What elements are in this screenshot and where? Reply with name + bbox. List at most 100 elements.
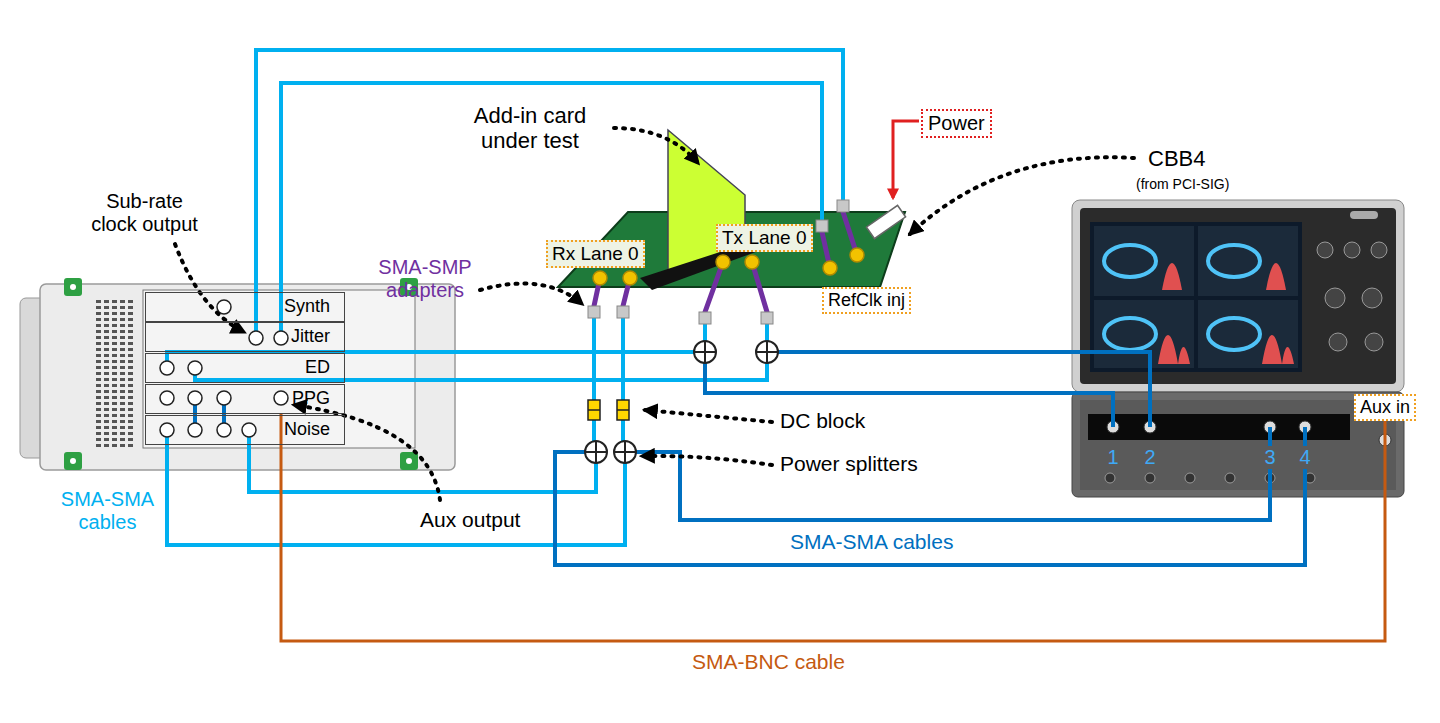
smp-connector bbox=[593, 271, 607, 285]
callout-arrow bbox=[614, 128, 698, 163]
node-text: Synth bbox=[146, 293, 330, 320]
smp-connector bbox=[716, 255, 730, 269]
smp-connector bbox=[623, 271, 637, 285]
eye-trace bbox=[1104, 318, 1156, 350]
sma-end bbox=[588, 306, 600, 318]
chassis-foot bbox=[400, 452, 418, 470]
eye-panel bbox=[1198, 300, 1298, 368]
sma-end bbox=[699, 312, 711, 324]
scope-knob bbox=[1329, 333, 1347, 351]
smp-adapter bbox=[752, 262, 767, 312]
splitter-cross bbox=[756, 341, 778, 363]
scope-port bbox=[1185, 473, 1195, 483]
power-splitter bbox=[585, 441, 607, 463]
label-text: SMA-BNC cable bbox=[692, 650, 845, 674]
label-text: (from PCI-SIG) bbox=[1136, 176, 1229, 192]
chassis-foot bbox=[64, 278, 82, 296]
scope-knob bbox=[1365, 333, 1383, 351]
eye-panel bbox=[1094, 226, 1194, 296]
callout-arrow bbox=[910, 157, 1134, 234]
sma-cable bbox=[281, 83, 822, 338]
node-text: PPG bbox=[146, 385, 330, 412]
node-text: RefClk inj bbox=[828, 290, 905, 311]
power-splitter bbox=[694, 341, 716, 363]
node-text: Jitter bbox=[146, 323, 330, 350]
smp-adapter bbox=[705, 262, 723, 312]
instrument-module: Jitter bbox=[145, 322, 345, 352]
cable-label: SMA-BNC cable bbox=[692, 650, 845, 674]
channel-number: 3 bbox=[1261, 446, 1279, 469]
label-text: CBB4 bbox=[1148, 146, 1205, 171]
histogram bbox=[1266, 263, 1286, 290]
sma-connector bbox=[217, 391, 231, 405]
channel-strip bbox=[1088, 414, 1350, 440]
smp-connector bbox=[823, 261, 837, 275]
histogram bbox=[1162, 263, 1182, 290]
callout-arrow bbox=[480, 284, 582, 304]
sma-cable bbox=[195, 363, 767, 380]
eye-panel bbox=[1198, 226, 1298, 296]
label-text: Power splitters bbox=[780, 452, 918, 476]
refclk-label-box: RefClk inj bbox=[822, 287, 911, 314]
callout-arrow bbox=[645, 410, 772, 422]
foot-screw bbox=[70, 284, 76, 290]
cable-label: SMA-SMA cables bbox=[55, 488, 160, 534]
callout-arrow bbox=[175, 244, 244, 332]
eye-panel bbox=[1198, 300, 1298, 368]
scope-knob bbox=[1362, 288, 1382, 308]
sma-end bbox=[837, 200, 849, 212]
callout-text: CBB4 bbox=[1148, 146, 1205, 171]
eye-panel bbox=[1094, 300, 1194, 368]
eye-trace bbox=[1208, 245, 1260, 277]
label-text: DC block bbox=[780, 409, 865, 433]
sma-connector bbox=[160, 423, 174, 437]
sma-connector bbox=[188, 361, 202, 375]
sma-end bbox=[761, 312, 773, 324]
label-text: Add-in card under test bbox=[455, 103, 605, 154]
power-splitter bbox=[614, 441, 636, 463]
node-text: Noise bbox=[146, 416, 330, 443]
dc-block-gap bbox=[588, 409, 629, 411]
foot-screw bbox=[406, 458, 412, 464]
sma-cable bbox=[555, 427, 1305, 565]
label-text: 4 bbox=[1296, 446, 1314, 469]
sma-bnc-cable bbox=[281, 414, 1385, 641]
power-splitter bbox=[614, 441, 636, 463]
foot-screw bbox=[70, 458, 76, 464]
callout-text: Power splitters bbox=[780, 452, 918, 476]
sma-connector bbox=[188, 391, 202, 405]
lane-label-box: Tx Lane 0 bbox=[716, 224, 813, 252]
sma-end bbox=[617, 306, 629, 318]
sma-cable bbox=[636, 427, 1270, 520]
label-text: SMA-SMP adapters bbox=[375, 256, 475, 302]
sma-connector bbox=[274, 391, 288, 405]
eye-trace bbox=[1208, 318, 1260, 350]
scope-knob bbox=[1344, 242, 1360, 258]
label-text: SMA-SMA cables bbox=[790, 530, 953, 554]
node-text: Tx Lane 0 bbox=[722, 227, 807, 249]
smp-connector bbox=[850, 248, 864, 262]
callout-arrow bbox=[642, 456, 772, 465]
chassis-vents bbox=[95, 300, 135, 450]
node-text: Rx Lane 0 bbox=[552, 243, 639, 265]
sma-connector bbox=[274, 331, 288, 345]
scope-body bbox=[1072, 200, 1404, 392]
splitter-cross bbox=[694, 341, 716, 363]
scope-button bbox=[1350, 211, 1378, 219]
node-text: ED bbox=[146, 354, 330, 381]
sma-end bbox=[816, 220, 828, 232]
smp-connector bbox=[745, 255, 759, 269]
callout-text: Sub-rate clock output bbox=[82, 190, 207, 236]
splitter-cross bbox=[614, 441, 636, 463]
label-text: 3 bbox=[1261, 446, 1279, 469]
power-splitter bbox=[756, 341, 778, 363]
label-text: Aux output bbox=[420, 508, 520, 532]
sma-connector bbox=[160, 391, 174, 405]
channel-number: 2 bbox=[1141, 446, 1159, 469]
port-label-box: Aux in bbox=[1354, 394, 1416, 421]
channel-number: 1 bbox=[1104, 446, 1122, 469]
instrument-module: Synth bbox=[145, 292, 345, 322]
power-splitter bbox=[694, 341, 716, 363]
